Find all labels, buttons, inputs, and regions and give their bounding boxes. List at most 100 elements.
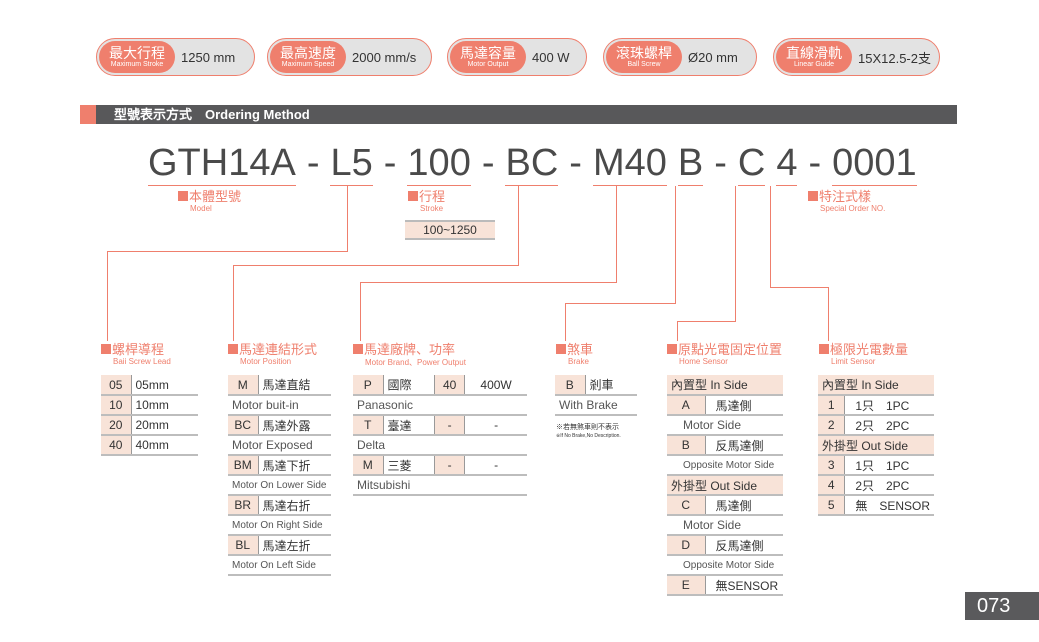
connector-line	[770, 287, 829, 288]
label-model-en: Model	[190, 204, 212, 213]
lead-value: 40mm	[131, 435, 198, 456]
spec-label-en: Ball Screw	[627, 60, 661, 68]
lead-code: 40	[101, 435, 132, 456]
sensor-en: Motor Side	[667, 515, 783, 536]
position-en: Motor On Left Side	[228, 555, 331, 576]
sensor-code: 5	[818, 495, 846, 516]
sensor-code: 2	[818, 415, 846, 436]
header-title: 型號表示方式 Ordering Method	[114, 107, 310, 122]
brake-en: With Brake	[555, 395, 637, 416]
connector-line	[677, 321, 736, 322]
spec-label-en: Linear Guide	[793, 60, 835, 68]
sensor-zh: 馬達側	[705, 495, 783, 516]
table-row: Motor buit-in	[228, 395, 331, 416]
code-underline	[737, 185, 766, 186]
connector-line	[735, 186, 736, 322]
sensor-code: E	[667, 575, 706, 596]
lead-value: 20mm	[131, 415, 198, 436]
sensor-code: B	[667, 435, 706, 456]
label-brake-en: Brake	[568, 357, 589, 366]
code-part: -	[306, 142, 320, 184]
group-header: 內置型 In Side	[667, 375, 783, 396]
table-row: Opposite Motor Side	[667, 555, 783, 576]
code-part: -	[569, 142, 582, 184]
brand-zh: 臺達	[383, 415, 436, 436]
connector-line	[677, 321, 678, 341]
code-underline	[148, 185, 296, 186]
power-code: -	[434, 455, 466, 476]
position-code: BL	[228, 535, 259, 556]
label-home-zh: 原點光電固定位置	[667, 342, 782, 357]
code-underline	[677, 185, 704, 186]
connector-line	[675, 186, 676, 304]
table-row: 外掛型 Out Side	[667, 475, 783, 496]
sensor-zh: 1只 1PC	[844, 455, 934, 476]
label-position-en: Motor Position	[240, 357, 292, 366]
spec-label: 最大行程	[109, 44, 165, 61]
label-lead-zh: 螺桿導程	[101, 342, 171, 357]
code-part: -	[714, 142, 727, 184]
position-en: Motor On Lower Side	[228, 475, 331, 496]
label-stroke-en: Stroke	[420, 204, 444, 213]
stroke-range: 100~1250	[405, 220, 495, 240]
spec-value: 400 W	[532, 49, 570, 65]
code-part: L5	[330, 142, 373, 184]
code-part: BC	[505, 142, 559, 184]
brake-note: ※若無煞車則不表示※If No Brake,No Description.	[556, 424, 621, 440]
brake-note-en: ※If No Brake,No Description.	[556, 433, 621, 439]
sensor-code: 1	[818, 395, 846, 416]
position-zh: 馬達下折	[258, 455, 331, 476]
position-en: Motor buit-in	[228, 395, 331, 416]
group-header: 外掛型 Out Side	[818, 435, 934, 456]
connector-line	[565, 303, 566, 341]
page-number: 073	[965, 592, 1039, 620]
brand-code: M	[353, 455, 384, 476]
label-stroke-zh: 行程	[408, 189, 445, 204]
lead-value: 05mm	[131, 375, 198, 396]
label-limit-zh: 極限光電數量	[819, 342, 908, 357]
label-limit-en: Limit Sensor	[831, 357, 876, 366]
group-header: 外掛型 Out Side	[667, 475, 783, 496]
table-row: Delta	[353, 435, 527, 456]
power-value: 400W	[464, 375, 527, 396]
brand-en: Mitsubishi	[353, 475, 527, 496]
connector-line	[770, 186, 771, 288]
connector-line	[565, 303, 676, 304]
position-zh: 馬達右折	[258, 495, 331, 516]
code-underline	[505, 185, 559, 186]
table-row: Motor On Lower Side	[228, 475, 331, 496]
label-home-en: Home Sensor	[679, 357, 728, 366]
section-header: 型號表示方式 Ordering Method	[80, 105, 957, 124]
brand-code: P	[353, 375, 384, 396]
brake-code: B	[555, 375, 586, 396]
